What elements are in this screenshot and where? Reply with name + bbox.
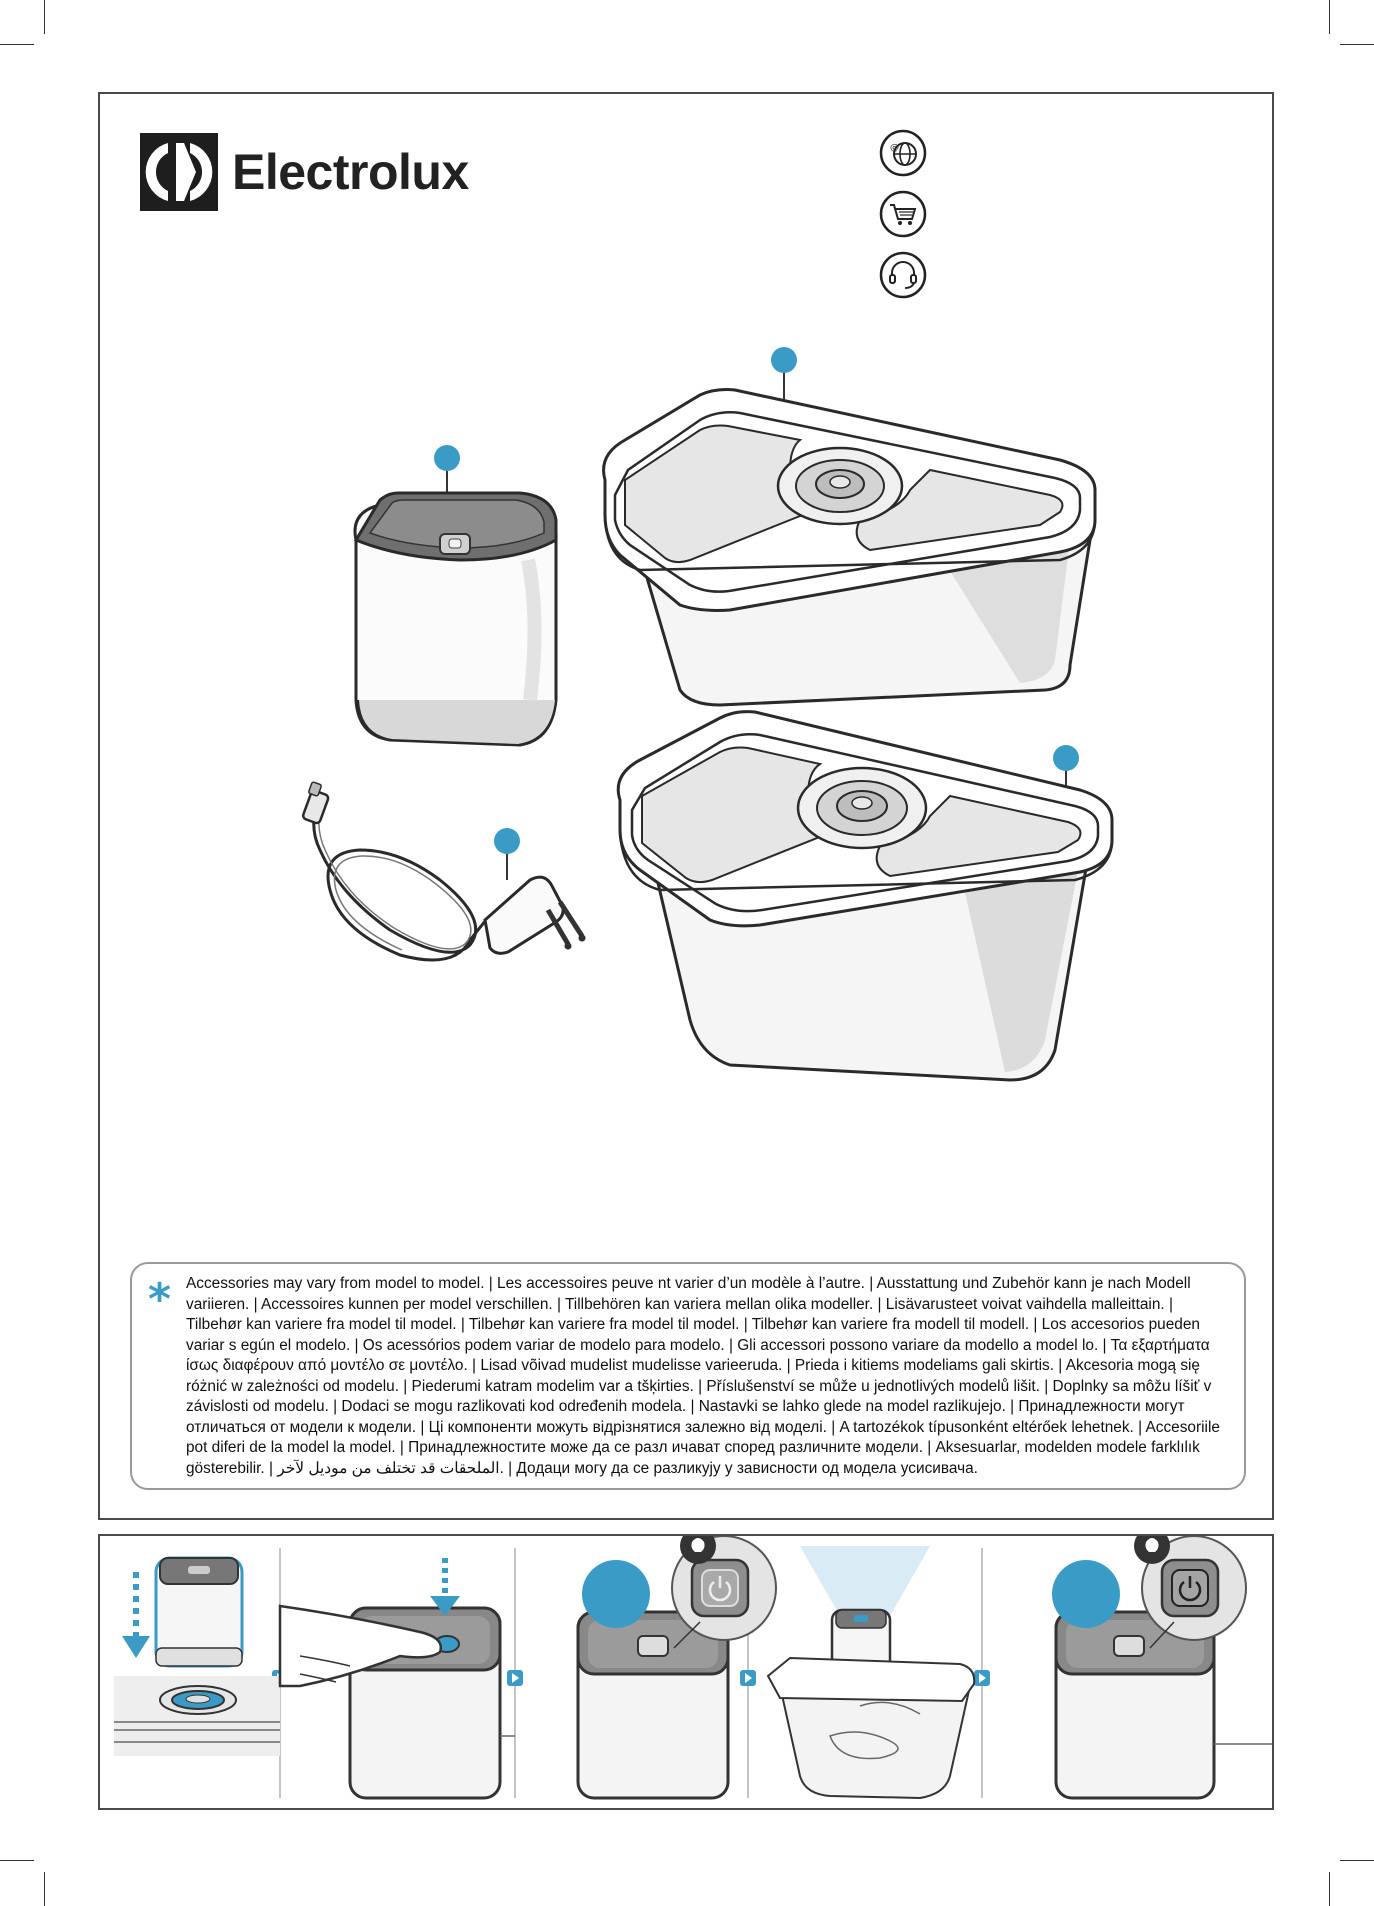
step-arrow-icon: [740, 1670, 756, 1686]
headset-support-icon: [879, 251, 927, 299]
brand-wordmark: Electrolux: [232, 144, 469, 200]
callout-marker: [1053, 745, 1079, 790]
step-5-light-off: [1052, 1536, 1272, 1800]
step-arrow-icon: [974, 1670, 990, 1686]
electrolux-logo-icon: [140, 133, 218, 211]
usage-steps: [98, 1534, 1274, 1810]
step-3-light-on: [576, 1536, 777, 1800]
globe-web-icon: @: [879, 129, 927, 177]
note-line: variieren. | Accessoires kunnen per mode…: [186, 1295, 1173, 1313]
note-line: gösterebilir. | الملحقات قد تختلف من مود…: [186, 1459, 978, 1477]
svg-text:@: @: [890, 143, 899, 153]
callout-marker: [771, 347, 797, 400]
accessories-note-text: Accessories may vary from model to model…: [186, 1274, 1226, 1479]
vacuum-container-large-upper: [602, 388, 1097, 707]
crop-mark: [1329, 1872, 1330, 1906]
crop-mark: [44, 1872, 45, 1906]
usb-charger-cable: [301, 781, 586, 962]
main-frame: [98, 92, 1274, 1520]
step-2-press-button: [278, 1558, 515, 1800]
note-line: отличаться от модели к модели. | Ці комп…: [186, 1418, 1220, 1436]
note-line: Accessories may vary from model to model…: [186, 1275, 1191, 1292]
note-line: závislosti od modelu. | Dodaci se mogu r…: [186, 1398, 1185, 1415]
note-line: pot diferi de la model la model. | Прина…: [186, 1439, 1200, 1456]
product-illustration: [301, 347, 1114, 1082]
callout-marker: [494, 828, 520, 880]
note-line: ίσως διαφέρουν από μοντέλο σε μοντέλο. |…: [186, 1357, 1200, 1374]
crop-mark: [1329, 0, 1330, 34]
accessories-note: * Accessories may vary from model to mod…: [130, 1262, 1246, 1490]
note-line: różnić w zależności od modelu. | Piederu…: [186, 1377, 1212, 1395]
note-line: variar s egún el modelo. | Os acessórios…: [186, 1336, 1210, 1354]
shopping-cart-icon: [879, 190, 927, 238]
crop-mark: [0, 44, 34, 45]
crop-mark: [1340, 44, 1374, 45]
vacuum-container-large-lower: [616, 710, 1114, 1082]
step-arrow-icon: [507, 1670, 523, 1686]
usage-steps-illustration: [114, 1536, 1272, 1800]
crop-mark: [0, 1860, 34, 1861]
step-1-place-pump: [114, 1556, 280, 1756]
step-4-vacuum: [766, 1546, 976, 1800]
vacuum-pump-device: [353, 491, 558, 747]
crop-mark: [1340, 1860, 1374, 1861]
asterisk-icon: *: [148, 1274, 172, 1325]
crop-mark: [44, 0, 45, 34]
note-line: Tilbehør kan variere fra model til model…: [186, 1316, 1200, 1333]
brand-logo: Electrolux: [140, 133, 469, 211]
